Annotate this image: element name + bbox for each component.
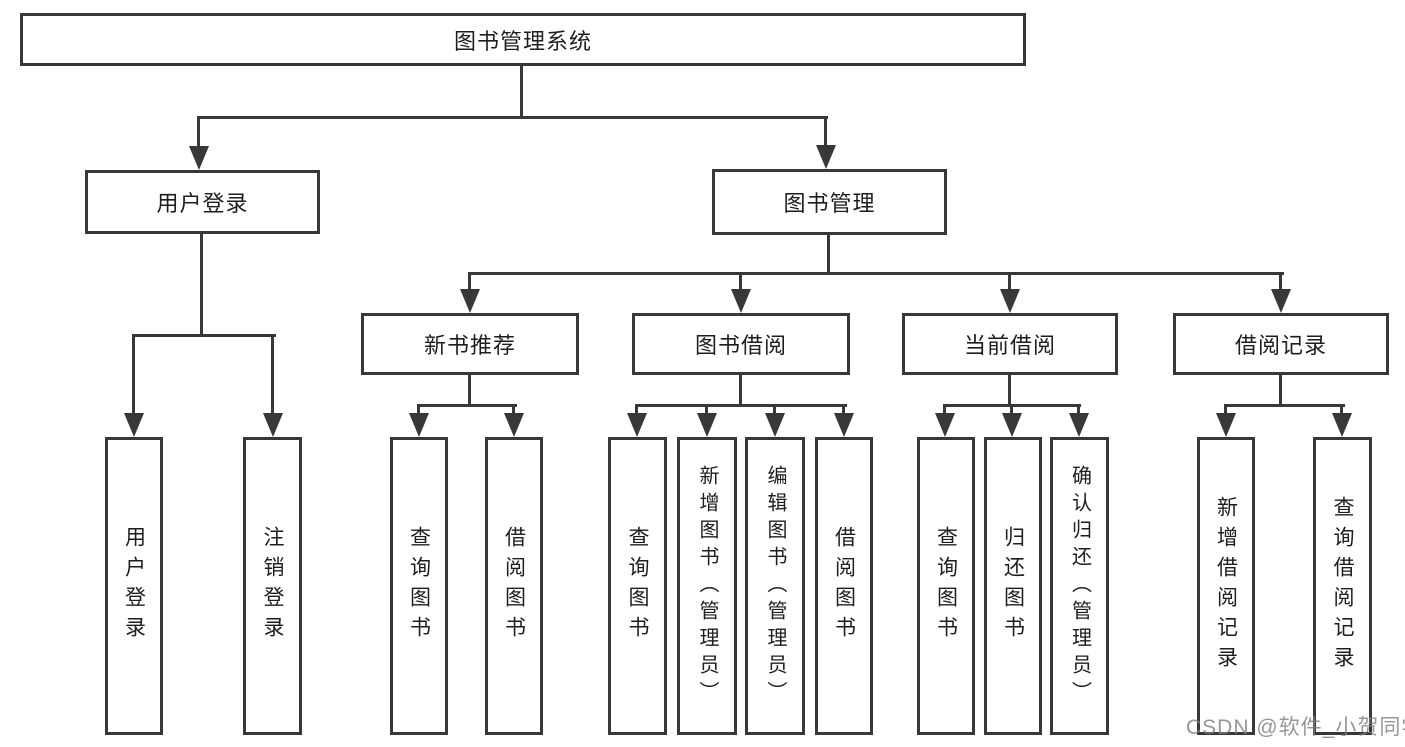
node-new-book-recommend: 新书推荐 [361,313,579,375]
connector [1077,404,1080,416]
node-label: 用户登录 [156,191,249,216]
connector [1279,272,1282,292]
connector [132,334,135,417]
leaf-query-books-current: 查询图书 [917,437,975,735]
arrow-down-icon [1069,413,1089,437]
leaf-label: 归还图书 [1001,526,1025,646]
arrow-down-icon [1216,413,1236,437]
leaf-add-borrow-record: 新增借阅记录 [1197,437,1255,735]
connector [1340,404,1343,416]
connector [197,116,200,150]
node-user-login: 用户登录 [85,170,320,234]
node-label: 借阅记录 [1234,333,1327,358]
leaf-borrow-books-newbook: 借阅图书 [485,437,543,735]
connector [468,272,1284,275]
leaf-borrow-books-borrow: 借阅图书 [815,437,873,735]
connector [635,404,638,416]
connector [739,272,742,292]
leaf-add-books-admin: 新增图书（管理员） [677,437,737,735]
connector [417,404,517,407]
node-book-borrow: 图书借阅 [632,313,850,375]
connector [1224,404,1345,407]
arrow-down-icon [935,413,955,437]
leaf-label: 查询图书 [626,526,649,646]
node-label: 图书管理 [783,191,876,216]
connector [512,404,515,416]
connector [468,375,471,407]
node-label: 当前借阅 [963,333,1056,358]
connector [271,334,274,417]
arrow-down-icon [460,289,480,313]
arrow-down-icon [1271,289,1291,313]
leaf-label: 编辑图书（管理员） [764,464,786,708]
leaf-label: 查询图书 [407,526,431,646]
arrow-down-icon [504,413,524,437]
leaf-confirm-return-admin: 确认归还（管理员） [1050,437,1109,735]
arrow-down-icon [834,413,854,437]
connector [200,234,203,337]
arrow-down-icon [765,413,785,437]
node-borrow-records: 借阅记录 [1173,313,1389,375]
connector [1224,404,1227,416]
connector [739,375,742,407]
leaf-label: 注销登录 [261,526,284,646]
leaf-user-login: 用户登录 [105,437,163,735]
arrow-down-icon [189,146,209,170]
connector [827,235,830,275]
csdn-watermark: CSDN @软件_小贺同学 [1186,716,1405,739]
connector [1279,375,1282,407]
connector [468,272,471,292]
connector [635,404,847,407]
leaf-label: 查询图书 [934,526,958,646]
leaf-query-books-borrow: 查询图书 [608,437,667,735]
connector [705,404,708,416]
leaf-query-borrow-record: 查询借阅记录 [1313,437,1372,735]
leaf-label: 借阅图书 [502,526,526,646]
leaf-query-books-newbook: 查询图书 [390,437,448,735]
node-label: 图书借阅 [694,333,787,358]
arrow-down-icon [816,145,836,169]
node-root-library-system: 图书管理系统 [20,13,1026,66]
leaf-edit-books-admin: 编辑图书（管理员） [745,437,805,735]
connector [1008,375,1011,407]
connector [824,116,827,149]
connector [1010,404,1013,416]
connector [773,404,776,416]
connector [132,334,276,337]
leaf-label: 用户登录 [122,526,146,646]
arrow-down-icon [697,413,717,437]
leaf-label: 确认归还（管理员） [1068,464,1091,708]
arrow-down-icon [263,413,283,437]
leaf-label: 新增图书（管理员） [696,464,718,708]
node-book-management: 图书管理 [712,169,947,235]
leaf-logout: 注销登录 [243,437,302,735]
leaf-label: 借阅图书 [832,526,856,646]
arrow-down-icon [1332,413,1352,437]
connector [197,116,828,119]
arrow-down-icon [731,289,751,313]
connector [417,404,420,416]
node-label: 图书管理系统 [453,28,592,54]
arrow-down-icon [409,413,429,437]
node-current-borrow: 当前借阅 [902,313,1118,375]
leaf-label: 新增借阅记录 [1214,496,1238,676]
connector [943,404,946,416]
connector [520,66,523,118]
arrow-down-icon [1000,289,1020,313]
node-label: 新书推荐 [423,333,516,358]
leaf-return-books: 归还图书 [984,437,1042,735]
arrow-down-icon [1002,413,1022,437]
connector [1008,272,1011,292]
arrow-down-icon [124,413,144,437]
connector [842,404,845,416]
leaf-label: 查询借阅记录 [1331,496,1354,676]
arrow-down-icon [627,413,647,437]
